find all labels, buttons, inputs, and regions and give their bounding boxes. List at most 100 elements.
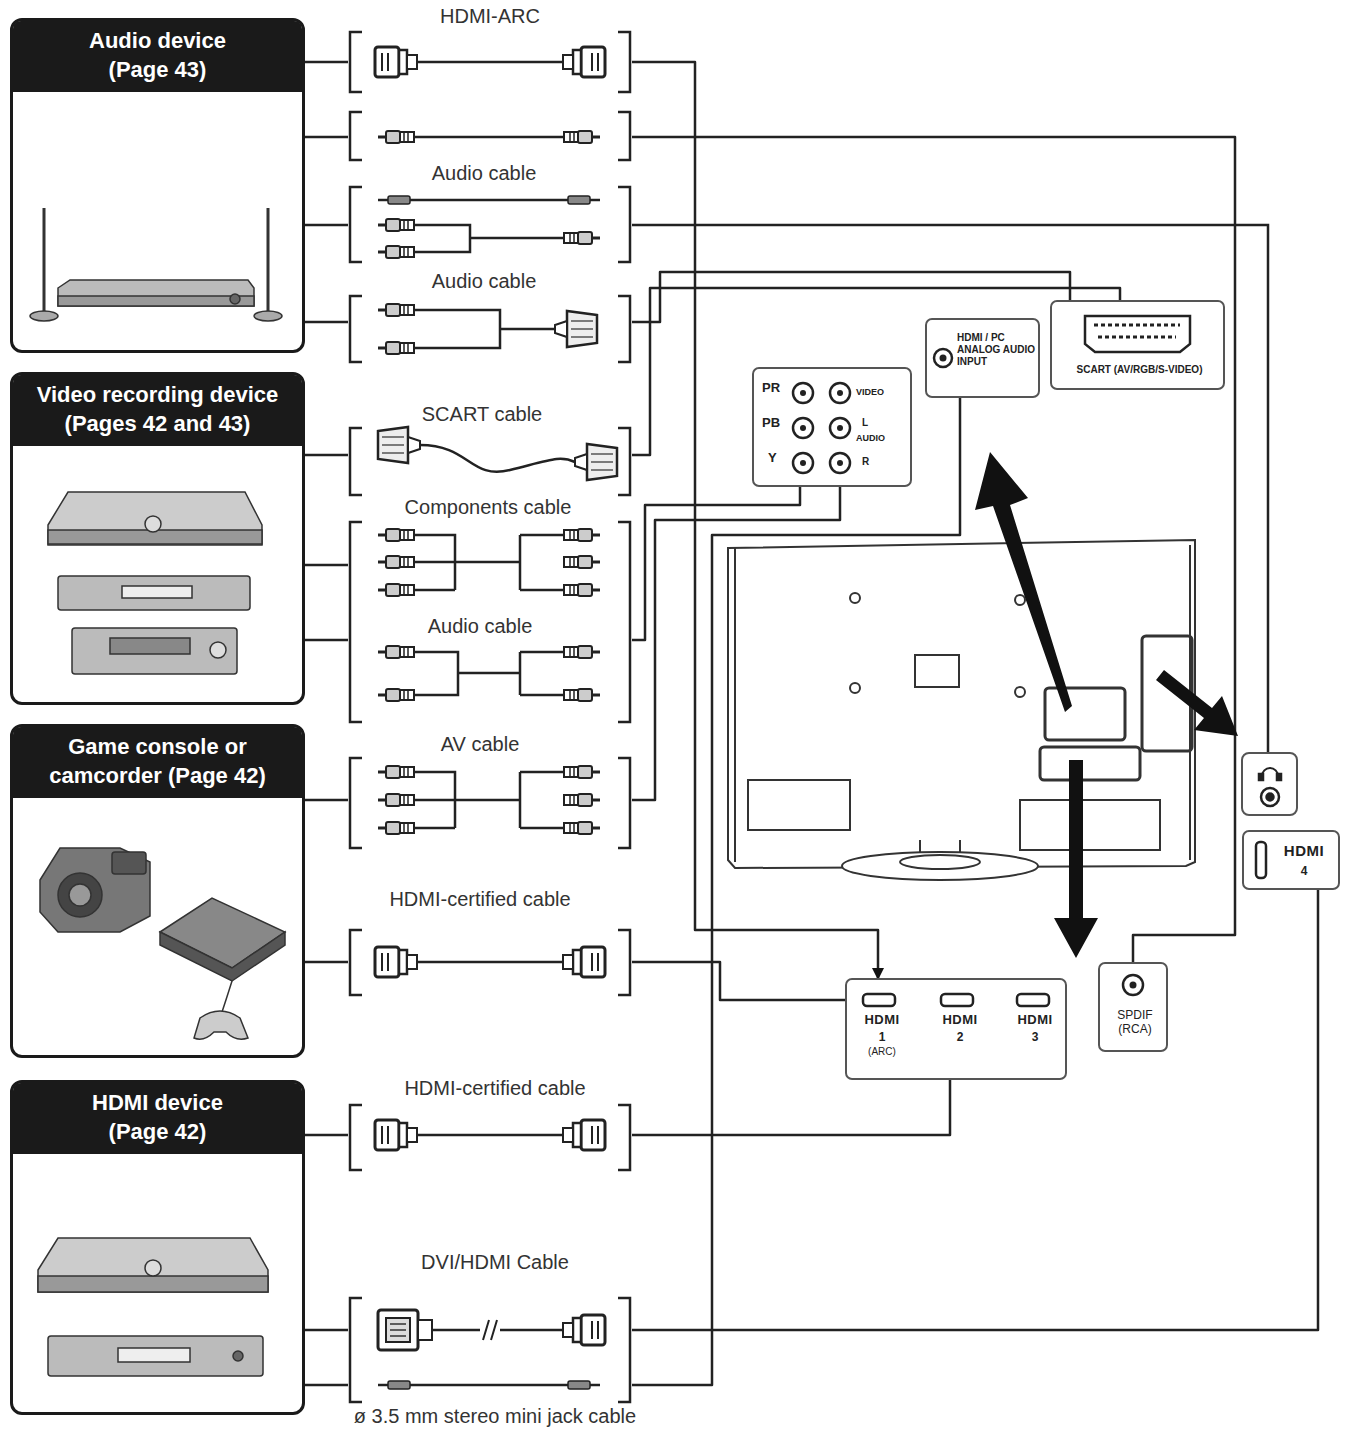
jack <box>830 418 850 438</box>
hdmi-port <box>1256 842 1266 878</box>
cable-plug <box>563 1315 605 1345</box>
cable-connector <box>305 890 1318 1330</box>
cable-bracket <box>348 112 632 160</box>
cable-bracket <box>348 522 632 722</box>
tv-back <box>850 593 860 603</box>
cable-bracket <box>350 187 630 262</box>
cable-wire <box>414 652 564 695</box>
tv-back <box>1040 747 1140 780</box>
device-illustration <box>210 642 226 658</box>
cable-plug <box>564 689 600 701</box>
jack <box>830 453 850 473</box>
device-category-box: Audio device (Page 43) <box>10 18 305 353</box>
cable-plug <box>568 1381 600 1389</box>
cable-name: ø 3.5 mm stereo mini jack cable <box>350 1405 640 1428</box>
tv-back <box>915 655 959 687</box>
tv-back <box>1045 688 1125 740</box>
cable-plug <box>378 646 414 658</box>
cable-bracket <box>350 758 630 848</box>
cable-plug <box>563 1120 605 1150</box>
cable-name: SCART cable <box>418 403 546 426</box>
cable-name: HDMI-certified cable <box>385 888 574 911</box>
cable-plug <box>375 47 617 1389</box>
jack <box>793 383 813 403</box>
pointer-arrow <box>975 452 1072 712</box>
cable-wire <box>414 535 564 590</box>
cable-plug <box>564 529 600 541</box>
pointer-arrow <box>1054 760 1098 958</box>
cable-plug <box>564 131 600 143</box>
cable-bracket <box>348 32 632 92</box>
connector-panel: HDMI / PC ANALOG AUDIO INPUT <box>925 318 1040 398</box>
headphone-jack <box>1242 753 1297 815</box>
connector-panel: HDMI4 <box>1242 830 1340 890</box>
jack <box>1123 975 1143 995</box>
port-label: 1 <box>857 1030 907 1044</box>
device-title: Video recording device (Pages 42 and 43) <box>17 381 298 438</box>
port-label: Y <box>768 450 792 466</box>
connector-panel: SPDIF (RCA) <box>1098 962 1168 1052</box>
jack-center <box>940 355 947 362</box>
cable-plug <box>564 766 600 778</box>
cable-plug <box>378 822 414 834</box>
cable-name: AV cable <box>437 733 524 756</box>
connector-panel: SCART (AV/RGB/S-VIDEO) <box>1050 300 1225 390</box>
port-label: L <box>862 417 882 429</box>
jack-center <box>800 355 1137 989</box>
tv-back <box>850 683 860 693</box>
tv-back <box>1015 687 1025 697</box>
headphone-jack <box>1267 794 1274 801</box>
cable-plug <box>375 1120 417 1150</box>
device-illustration <box>233 1351 243 1361</box>
jack-center <box>837 390 843 396</box>
cable-plug <box>564 646 600 658</box>
port-label: R <box>862 456 882 468</box>
cable-bracket <box>348 1298 632 1402</box>
port-label: HDMI / PC ANALOG AUDIO INPUT <box>957 332 1037 368</box>
device-header: Audio device (Page 43) <box>13 21 302 92</box>
device-illustration <box>254 311 282 321</box>
device-illustration <box>38 1276 268 1292</box>
device-illustration <box>58 296 254 306</box>
cable-plug <box>575 444 617 480</box>
device-category-box: Game console or camcorder (Page 42) <box>10 724 305 1058</box>
cable-bracket <box>350 1298 630 1402</box>
cable-wire <box>420 445 575 472</box>
scart-socket <box>1085 316 1190 352</box>
cable-bracket <box>348 428 632 495</box>
wire <box>305 564 348 567</box>
scart-socket <box>1085 316 1190 352</box>
hdmi-logo: HDMI <box>857 1012 907 1028</box>
hdmi-logo: HDMI <box>935 1012 985 1028</box>
port-label: 3 <box>1010 1030 1060 1044</box>
headphone-jack <box>1262 768 1278 776</box>
cable-plug <box>375 47 417 77</box>
cable-plug <box>563 947 605 977</box>
cable-plug <box>378 196 410 204</box>
cable-wire <box>414 310 555 348</box>
cable-wire <box>414 225 564 252</box>
cable-name: Components cable <box>401 496 576 519</box>
jack-center <box>800 425 806 431</box>
jack <box>793 349 1143 995</box>
device-illustration <box>118 1348 190 1362</box>
tv-back <box>728 540 1195 880</box>
cable-wire <box>417 61 563 64</box>
device-illustration <box>58 576 250 610</box>
hdmi-port <box>863 994 895 1006</box>
cable-wire <box>414 772 564 828</box>
headphone-jack <box>1261 788 1279 806</box>
tv-back <box>748 780 1160 850</box>
cable-plug <box>375 947 417 977</box>
cable-plug <box>378 1310 432 1350</box>
tv-back <box>1015 595 1025 605</box>
cable-bracket <box>350 522 630 722</box>
device-illustration <box>160 932 285 981</box>
cable-bracket <box>350 296 630 362</box>
cable-plug <box>378 794 414 806</box>
cable-plug <box>564 556 600 568</box>
cable-bracket <box>348 187 632 262</box>
cable-plug <box>378 584 414 596</box>
hdmi-port <box>1017 994 1049 1006</box>
